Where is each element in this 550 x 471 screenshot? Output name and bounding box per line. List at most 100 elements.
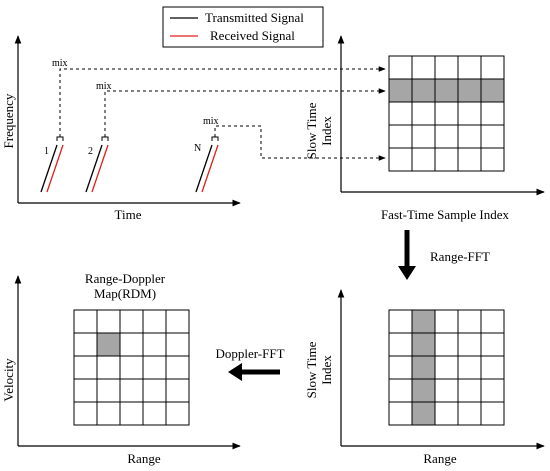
range-matrix-cell-r2-c2 xyxy=(434,355,459,380)
rdm-cell-r3-c0 xyxy=(73,378,98,403)
rdm-cell-r0-c1 xyxy=(96,309,121,334)
raw-x-label: Fast-Time Sample Index xyxy=(381,207,510,222)
legend-box xyxy=(162,6,324,48)
range-matrix-cell-r3-c2 xyxy=(434,378,459,403)
rdm-range-label: Range xyxy=(127,451,160,466)
chirp-panel: Frequency Time 1 2 N mix mix mix xyxy=(1,35,386,222)
range-matrix-cell-r4-c2 xyxy=(434,401,459,426)
range-matrix-cell-r0-c2 xyxy=(434,309,459,334)
raw-matrix-cell-r2-c4 xyxy=(480,101,505,126)
raw-matrix-cell-r1-c3 xyxy=(457,78,482,103)
raw-matrix-cell-r4-c4 xyxy=(480,147,505,172)
range-matrix-cell-r4-c0 xyxy=(388,401,413,426)
frequency-axis-label: Frequency xyxy=(1,93,16,148)
rdm-cell-r4-c3 xyxy=(142,401,167,426)
rdm-cell-r3-c2 xyxy=(119,378,144,403)
raw-matrix-cell-r3-c0 xyxy=(388,124,413,149)
chirp-1-label: 1 xyxy=(44,146,49,157)
raw-matrix-cell-r3-c4 xyxy=(480,124,505,149)
raw-matrix-cell-r1-c4 xyxy=(480,78,505,103)
rdm-cell-r3-c1 xyxy=(96,378,121,403)
range-matrix-cell-r2-c0 xyxy=(388,355,413,380)
chirp-n-mixer-bracket xyxy=(211,136,219,141)
range-y-label-line2: Index xyxy=(319,355,334,385)
chirp-1-mixer-bracket xyxy=(56,136,64,141)
raw-matrix-cell-r3-c3 xyxy=(457,124,482,149)
rdm-cell-r3-c3 xyxy=(142,378,167,403)
range-x-label: Range xyxy=(423,451,456,466)
raw-matrix-cell-r0-c4 xyxy=(480,55,505,80)
range-matrix-cell-r2-c4 xyxy=(480,355,505,380)
raw-matrix-cell-r1-c0 xyxy=(388,78,413,103)
raw-matrix-cell-r2-c0 xyxy=(388,101,413,126)
rdm-title-line2: Map(RDM) xyxy=(94,286,156,301)
rdm-cell-r2-c0 xyxy=(73,355,98,380)
rdm-cell-r4-c0 xyxy=(73,401,98,426)
rdm-title-line1: Range-Doppler xyxy=(85,271,166,286)
raw-matrix-cell-r4-c1 xyxy=(411,147,436,172)
raw-y-label-line2: Index xyxy=(319,116,334,146)
raw-matrix-cell-r0-c2 xyxy=(434,55,459,80)
rdm-cell-r1-c4 xyxy=(165,332,190,357)
raw-matrix-cell-r4-c3 xyxy=(457,147,482,172)
chirp-2-mixer-bracket xyxy=(101,136,109,141)
raw-matrix-cell-r2-c1 xyxy=(411,101,436,126)
rdm-cell-r4-c2 xyxy=(119,401,144,426)
chirp-2-label: 2 xyxy=(88,146,93,157)
chirp-2-received xyxy=(91,144,109,193)
rdm-cell-r0-c2 xyxy=(119,309,144,334)
raw-matrix-cell-r0-c0 xyxy=(388,55,413,80)
range-matrix-cell-r0-c1 xyxy=(411,309,436,334)
doppler-fft-label: Doppler-FFT xyxy=(215,346,284,361)
range-matrix-grid xyxy=(388,309,505,426)
range-matrix-cell-r1-c3 xyxy=(457,332,482,357)
rdm-cell-r2-c2 xyxy=(119,355,144,380)
range-y-label-line1: Slow Time xyxy=(304,341,319,398)
rdm-panel: Velocity Range Range-Doppler Map(RDM) xyxy=(1,271,241,466)
raw-matrix-cell-r2-c2 xyxy=(434,101,459,126)
range-fft-arrow-head xyxy=(398,266,416,280)
rdm-cell-r1-c3 xyxy=(142,332,167,357)
raw-matrix-cell-r4-c0 xyxy=(388,147,413,172)
rdm-cell-r0-c4 xyxy=(165,309,190,334)
mix-line-n xyxy=(214,125,386,161)
chirp-n-label: N xyxy=(194,143,201,154)
time-axis-label: Time xyxy=(115,207,142,222)
raw-matrix-cell-r1-c2 xyxy=(434,78,459,103)
range-matrix-cell-r4-c4 xyxy=(480,401,505,426)
chirp-2-transmitted xyxy=(85,144,103,193)
velocity-axis-label: Velocity xyxy=(1,358,16,402)
range-matrix-cell-r1-c4 xyxy=(480,332,505,357)
range-matrix-cell-r1-c1 xyxy=(411,332,436,357)
chirp-n-received xyxy=(201,144,219,193)
rdm-cell-r2-c4 xyxy=(165,355,190,380)
range-matrix-cell-r4-c3 xyxy=(457,401,482,426)
raw-matrix-cell-r0-c1 xyxy=(411,55,436,80)
raw-matrix-panel: Slow Time Index Fast-Time Sample Index xyxy=(304,35,545,222)
range-matrix-cell-r0-c4 xyxy=(480,309,505,334)
rdm-cell-r2-c3 xyxy=(142,355,167,380)
range-matrix-cell-r0-c0 xyxy=(388,309,413,334)
raw-matrix-cell-r4-c2 xyxy=(434,147,459,172)
legend: Transmitted Signal Received Signal xyxy=(162,6,324,48)
doppler-fft-arrow-head xyxy=(228,363,242,381)
range-matrix-cell-r3-c3 xyxy=(457,378,482,403)
mix-label-2: mix xyxy=(96,81,112,92)
range-matrix-panel: Slow Time Index Range xyxy=(304,289,545,466)
mix-line-1 xyxy=(59,66,386,137)
raw-matrix-cell-r3-c1 xyxy=(411,124,436,149)
rdm-cell-r1-c2 xyxy=(119,332,144,357)
raw-matrix-cell-r2-c3 xyxy=(457,101,482,126)
chirp-1-transmitted xyxy=(40,144,58,193)
chirp-n-transmitted xyxy=(195,144,213,193)
rdm-cell-r0-c0 xyxy=(73,309,98,334)
rdm-cell-r1-c0 xyxy=(73,332,98,357)
legend-received-label: Received Signal xyxy=(210,28,295,43)
rdm-cell-r4-c1 xyxy=(96,401,121,426)
range-matrix-cell-r1-c0 xyxy=(388,332,413,357)
range-matrix-cell-r1-c2 xyxy=(434,332,459,357)
range-matrix-cell-r3-c1 xyxy=(411,378,436,403)
rdm-cell-r2-c1 xyxy=(96,355,121,380)
range-fft-step: Range-FFT xyxy=(398,230,490,280)
